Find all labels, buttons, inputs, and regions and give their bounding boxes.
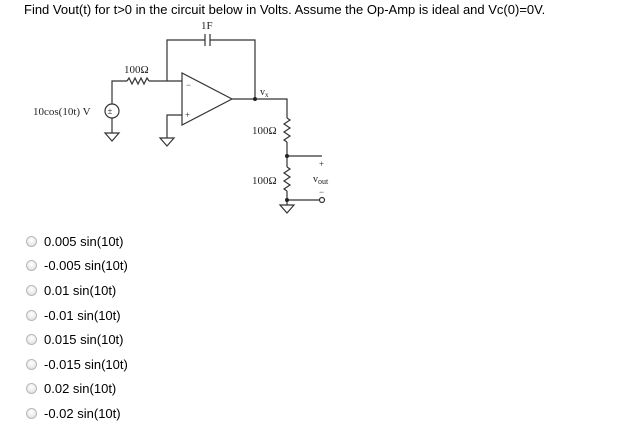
answer-option[interactable]: -0.015 sin(10t) — [24, 352, 128, 377]
circuit-diagram: 1F 100Ω 10cos(10t) V ± − + vx 100Ω 100Ω … — [33, 20, 329, 214]
question-text: Find Vout(t) for t>0 in the circuit belo… — [24, 2, 546, 17]
answer-option-label: 0.01 sin(10t) — [44, 282, 117, 298]
node-vx-label: vx — [260, 87, 269, 99]
radio-button[interactable] — [26, 358, 37, 370]
answer-option-label: 0.005 sin(10t) — [44, 233, 124, 249]
input-resistor-label: 100Ω — [124, 64, 149, 76]
divider-bottom-resistor-label: 100Ω — [252, 175, 277, 187]
output-plus-label: + — [319, 159, 324, 169]
source-polarity: ± — [108, 106, 113, 116]
input-resistor — [126, 76, 150, 86]
ground-icon — [103, 132, 121, 142]
answer-option[interactable]: 0.02 sin(10t) — [24, 377, 128, 402]
opamp-icon — [181, 72, 234, 126]
source-label: 10cos(10t) V — [33, 106, 91, 118]
answer-option[interactable]: 0.005 sin(10t) — [24, 229, 128, 254]
answer-option[interactable]: -0.01 sin(10t) — [24, 303, 128, 328]
answer-option-label: -0.02 sin(10t) — [44, 405, 121, 421]
radio-button[interactable] — [26, 334, 37, 346]
answer-option-label: 0.015 sin(10t) — [44, 332, 124, 348]
radio-button[interactable] — [26, 407, 37, 419]
opamp-plus-label: + — [185, 110, 190, 120]
radio-button[interactable] — [26, 383, 37, 395]
output-terminal-icon — [318, 196, 326, 204]
capacitor-label: 1F — [201, 20, 213, 32]
output-minus-label: − — [319, 187, 324, 197]
radio-button[interactable] — [26, 284, 37, 296]
answer-option[interactable]: -0.02 sin(10t) — [24, 401, 128, 426]
answer-option[interactable]: -0.005 sin(10t) — [24, 254, 128, 279]
answer-option-label: 0.02 sin(10t) — [44, 381, 117, 397]
answer-option[interactable]: 0.015 sin(10t) — [24, 327, 128, 352]
ground-icon — [278, 204, 296, 214]
divider-top-resistor — [282, 117, 292, 143]
radio-button[interactable] — [26, 309, 37, 321]
divider-bottom-resistor — [282, 166, 292, 192]
answer-option[interactable]: 0.01 sin(10t) — [24, 278, 128, 303]
divider-top-resistor-label: 100Ω — [252, 125, 277, 137]
answer-option-label: -0.005 sin(10t) — [44, 258, 128, 274]
radio-button[interactable] — [26, 260, 37, 272]
vout-label: vout — [313, 174, 329, 186]
answer-options: 0.005 sin(10t) -0.005 sin(10t) 0.01 sin(… — [24, 229, 128, 426]
radio-button[interactable] — [26, 235, 37, 247]
ground-icon — [158, 137, 176, 147]
answer-option-label: -0.01 sin(10t) — [44, 307, 121, 323]
opamp-minus-label: − — [186, 80, 191, 90]
answer-option-label: -0.015 sin(10t) — [44, 356, 128, 372]
